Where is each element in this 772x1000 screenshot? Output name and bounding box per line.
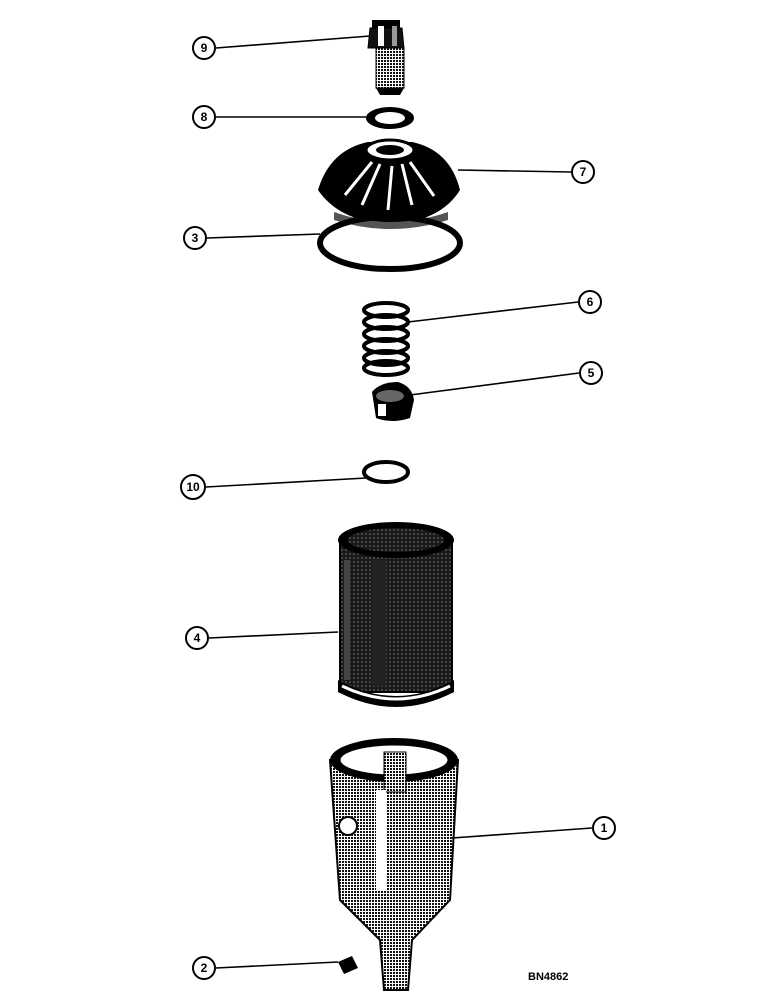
svg-text:6: 6 <box>587 295 594 309</box>
svg-text:9: 9 <box>201 41 208 55</box>
part-3-gasket <box>317 214 463 272</box>
part-4-filter-element <box>338 522 454 707</box>
callout-3: 3 <box>183 226 207 250</box>
svg-text:5: 5 <box>588 366 595 380</box>
part-8-washer <box>366 107 414 129</box>
svg-text:10: 10 <box>186 480 200 494</box>
svg-text:1: 1 <box>601 821 608 835</box>
figure-code: BN4862 <box>528 971 568 983</box>
callout-9: 9 <box>192 36 216 60</box>
callout-6: 6 <box>578 290 602 314</box>
part-2-plug <box>338 956 358 974</box>
part-5-valve <box>372 382 414 421</box>
svg-text:4: 4 <box>194 631 201 645</box>
callout-8: 8 <box>192 105 216 129</box>
callout-7: 7 <box>571 160 595 184</box>
svg-text:2: 2 <box>201 961 208 975</box>
svg-text:3: 3 <box>192 231 199 245</box>
part-9-bolt <box>367 20 405 95</box>
callout-4: 4 <box>185 626 209 650</box>
svg-text:7: 7 <box>580 165 587 179</box>
part-10-o-ring <box>362 460 410 484</box>
part-1-bowl <box>328 738 460 991</box>
callout-2: 2 <box>192 956 216 980</box>
callout-5: 5 <box>579 361 603 385</box>
leader-lines <box>205 35 593 969</box>
part-6-spring <box>362 301 410 377</box>
callout-10: 10 <box>180 474 206 500</box>
svg-text:8: 8 <box>201 110 208 124</box>
part-7-cover <box>318 138 460 229</box>
callout-1: 1 <box>592 816 616 840</box>
